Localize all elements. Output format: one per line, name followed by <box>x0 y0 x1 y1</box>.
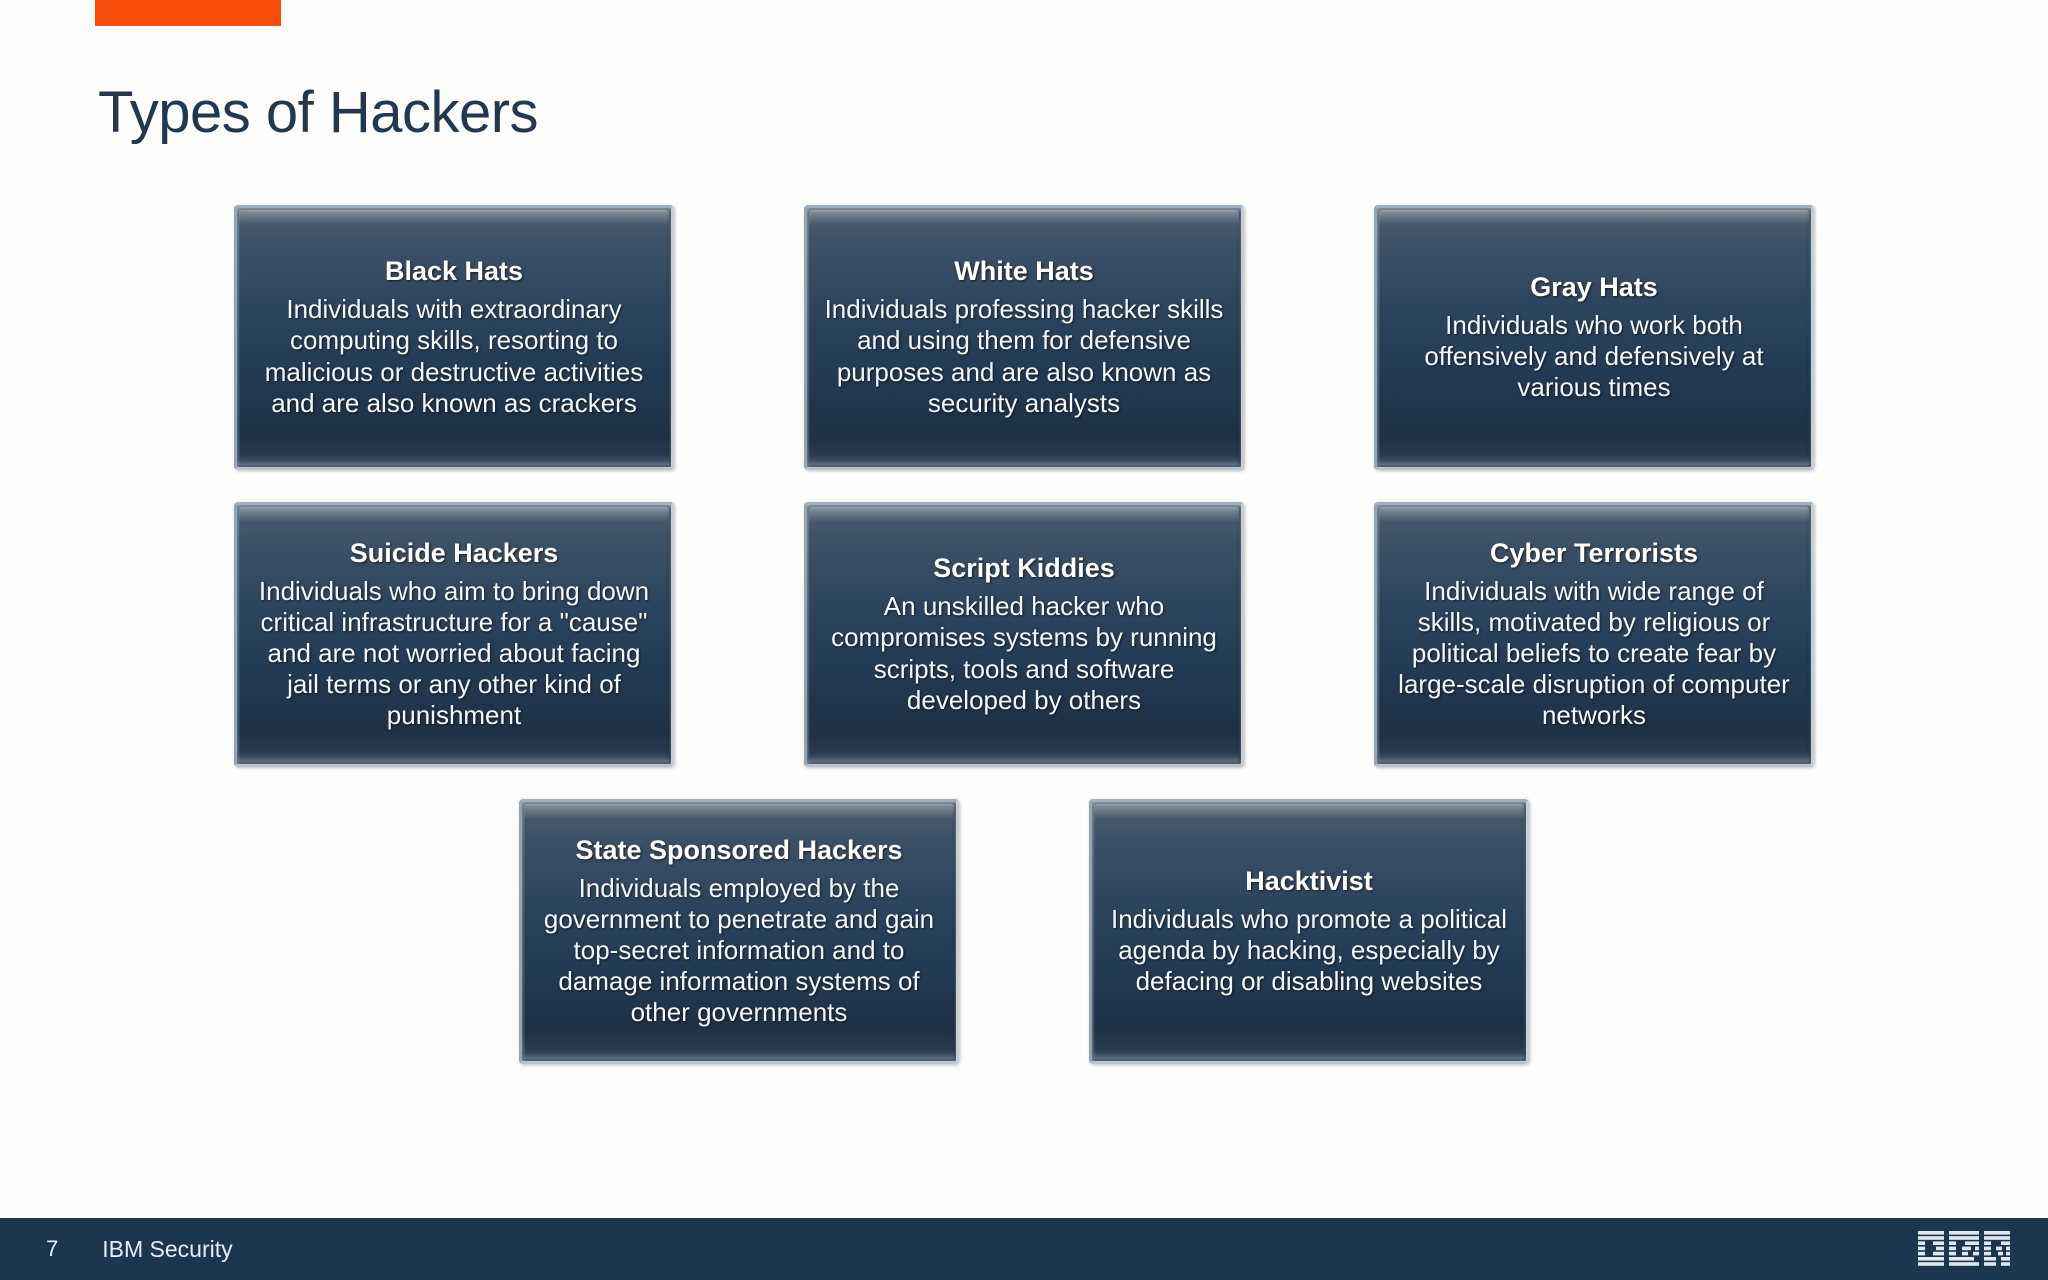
card-title: White Hats <box>954 256 1094 287</box>
slide-footer: 7 IBM Security <box>0 1218 2048 1280</box>
footer-brand-label: IBM Security <box>102 1235 233 1262</box>
card-title: State Sponsored Hackers <box>575 834 903 865</box>
card-row-3: State Sponsored Hackers Individuals empl… <box>0 799 2048 1064</box>
hacker-card-gray-hats[interactable]: Gray Hats Individuals who work both offe… <box>1374 205 1814 470</box>
ibm-logo-icon <box>1918 1231 2010 1266</box>
hacker-card-script-kiddies[interactable]: Script Kiddies An unskilled hacker who c… <box>804 502 1244 767</box>
hacker-card-state-sponsored-hackers[interactable]: State Sponsored Hackers Individuals empl… <box>519 799 959 1064</box>
card-title: Black Hats <box>384 256 524 287</box>
card-description: An unskilled hacker who compromises syst… <box>831 591 1217 715</box>
page-title: Types of Hackers <box>98 79 539 145</box>
card-description: Individuals with extraordinary computing… <box>264 294 644 418</box>
card-description: Individuals professing hacker skills and… <box>824 294 1224 418</box>
card-description: Individuals who work both offensively an… <box>1424 309 1764 403</box>
card-description: Individuals who promote a political agen… <box>1111 903 1507 997</box>
card-description: Individuals employed by the government t… <box>543 872 935 1028</box>
card-row-1: Black Hats Individuals with extraordinar… <box>0 205 2048 470</box>
hacker-card-suicide-hackers[interactable]: Suicide Hackers Individuals who aim to b… <box>234 502 674 767</box>
hacker-card-black-hats[interactable]: Black Hats Individuals with extraordinar… <box>234 205 674 470</box>
hacker-card-white-hats[interactable]: White Hats Individuals professing hacker… <box>804 205 1244 470</box>
hacker-card-hacktivist[interactable]: Hacktivist Individuals who promote a pol… <box>1089 799 1529 1064</box>
hacker-types-grid: Black Hats Individuals with extraordinar… <box>0 205 2048 1105</box>
card-description: Individuals with wide range of skills, m… <box>1398 575 1790 731</box>
hacker-card-cyber-terrorists[interactable]: Cyber Terrorists Individuals with wide r… <box>1374 502 1814 767</box>
card-row-2: Suicide Hackers Individuals who aim to b… <box>0 502 2048 767</box>
footer-page-number: 7 <box>46 1236 59 1261</box>
card-title: Cyber Terrorists <box>1489 537 1699 568</box>
card-description: Individuals who aim to bring down critic… <box>258 575 650 731</box>
card-title: Hacktivist <box>1245 865 1373 896</box>
orange-accent-bar <box>95 0 281 26</box>
card-title: Suicide Hackers <box>349 537 559 568</box>
card-title: Script Kiddies <box>933 553 1115 584</box>
card-title: Gray Hats <box>1530 271 1658 302</box>
